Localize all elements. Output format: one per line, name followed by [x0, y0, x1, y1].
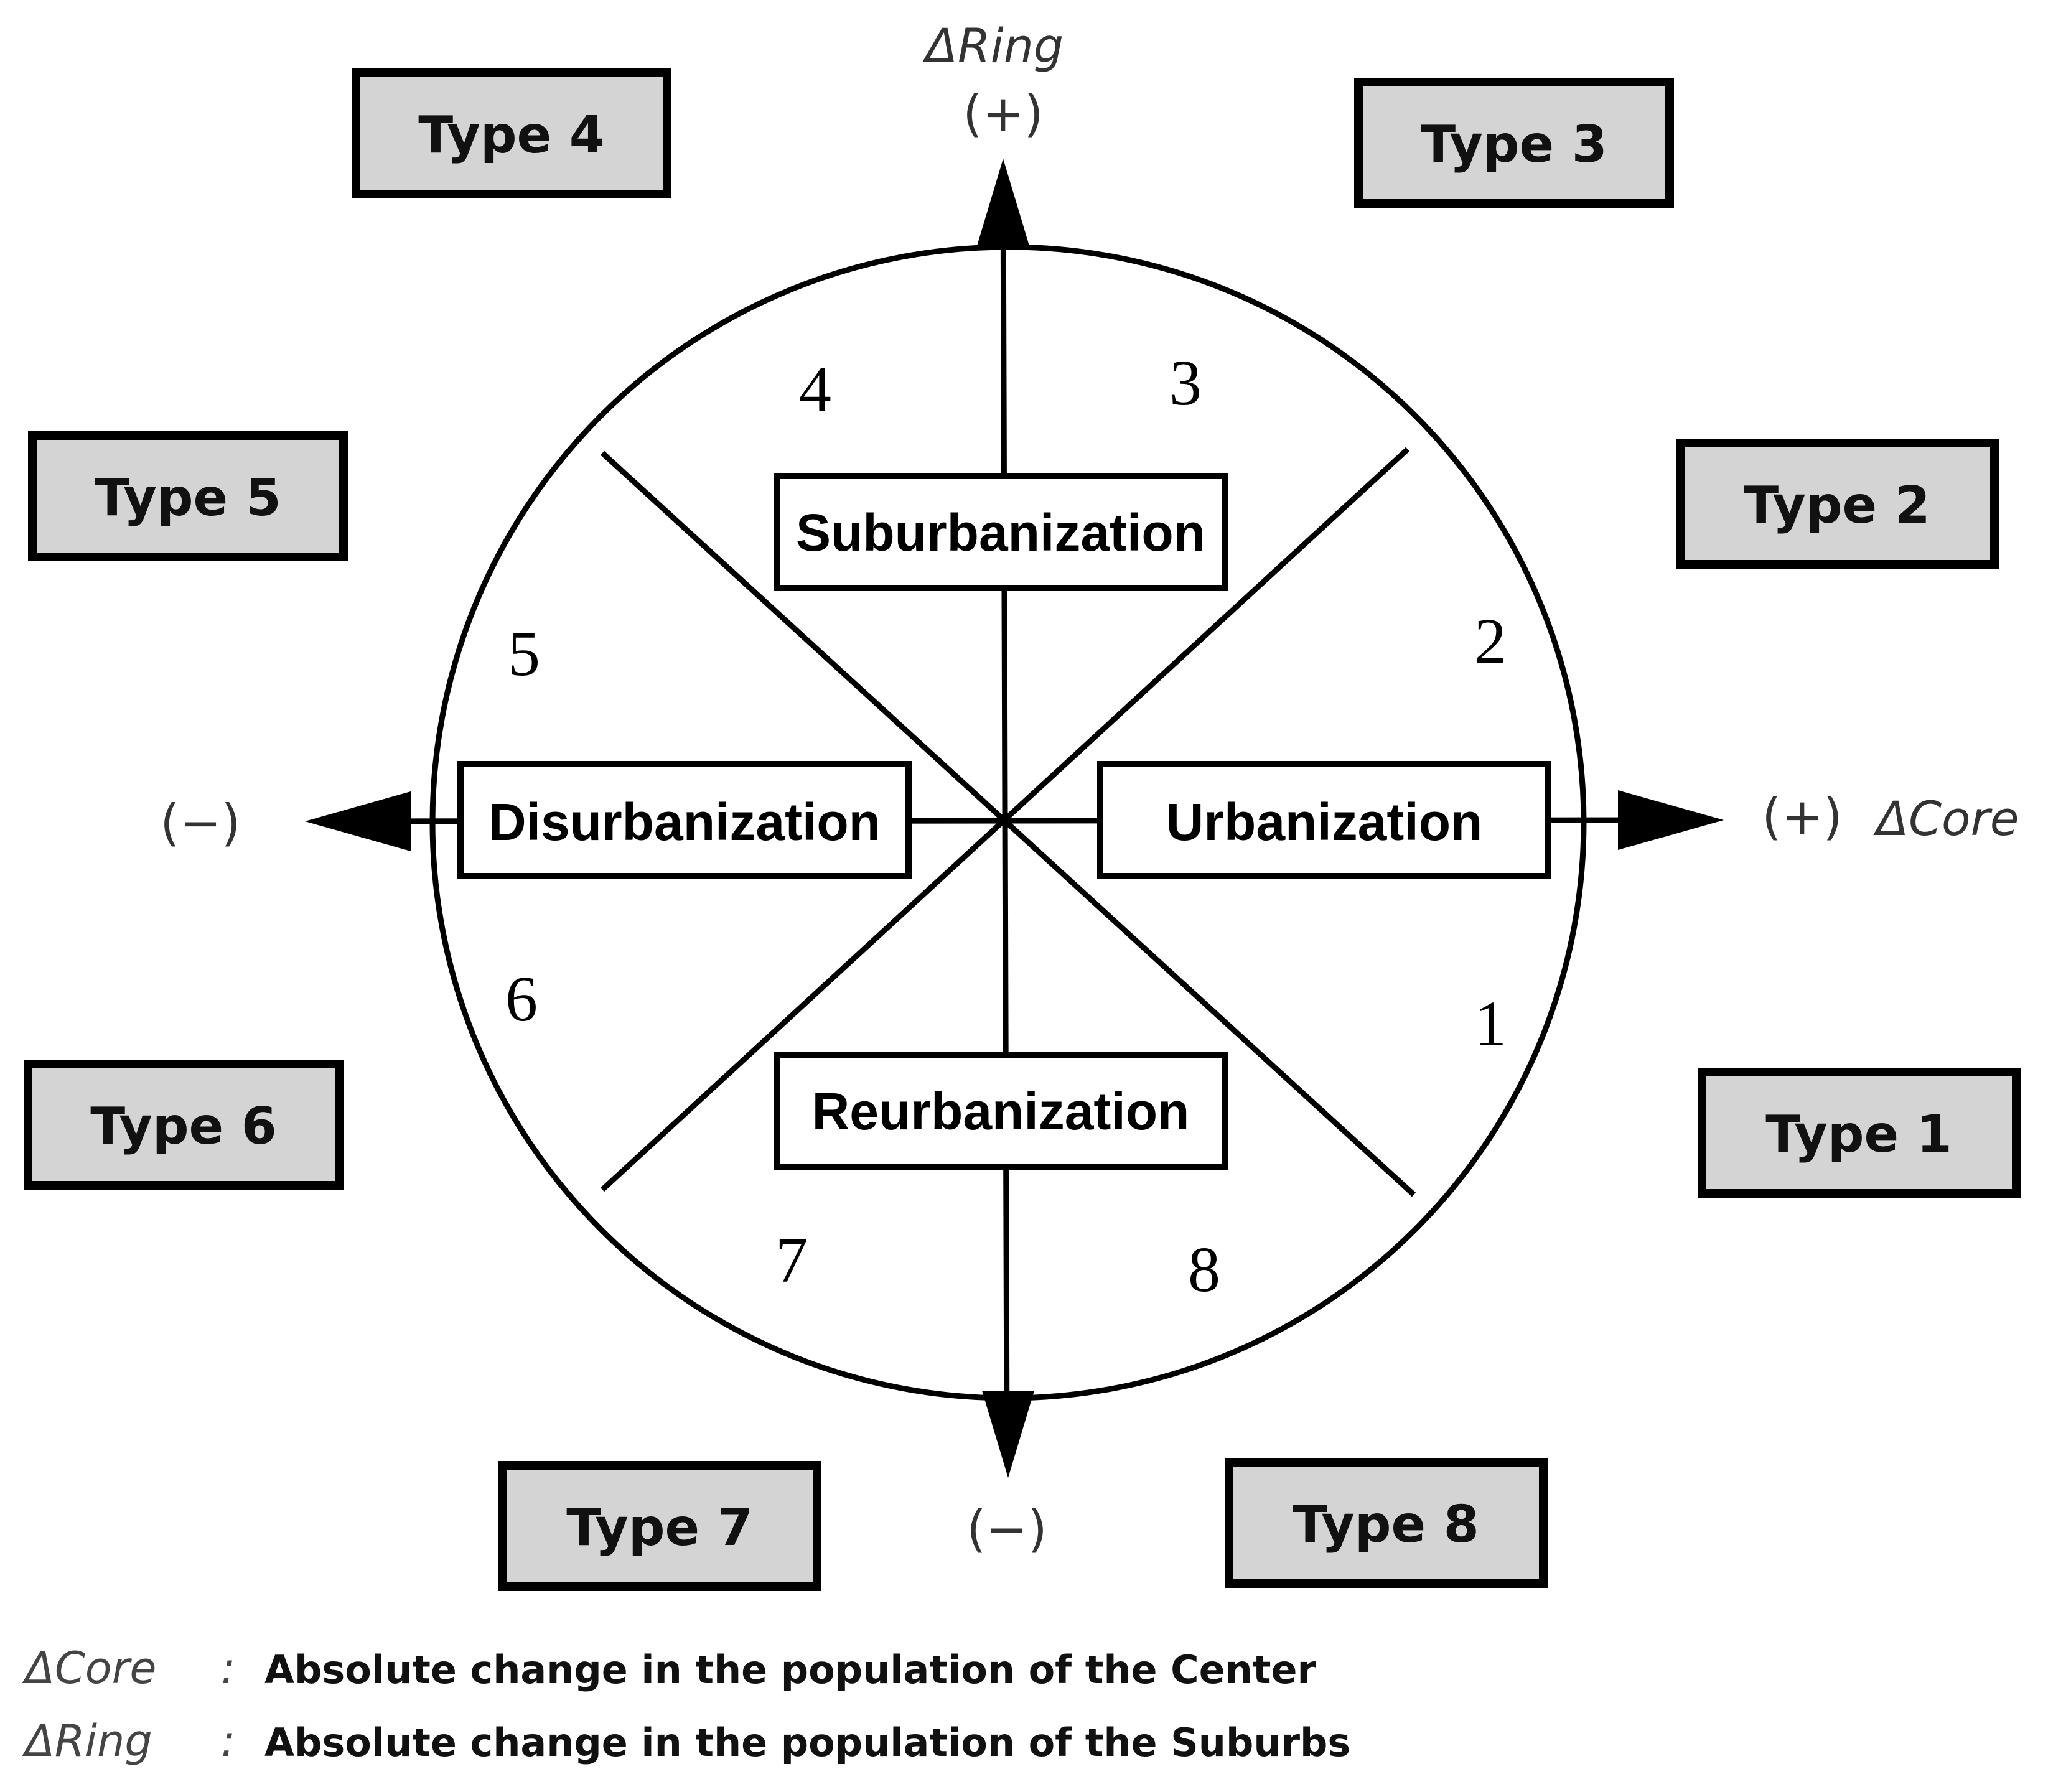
legend-core-symbol: ΔCore [22, 1643, 156, 1694]
phase-box-disurbanization [457, 761, 912, 879]
phase-label-reurbanization: Reurbanization [812, 1082, 1190, 1141]
sector-number-7: 7 [775, 1225, 808, 1296]
legend-core-separator: : [221, 1643, 236, 1694]
sector-number-3: 3 [1169, 347, 1202, 419]
phase-box-reurbanization [774, 1052, 1228, 1170]
core-axis-label: ΔCore [1873, 791, 2019, 846]
phase-box-suburbanization [774, 473, 1228, 591]
type-box-5: Type 5 [28, 431, 348, 561]
core-axis-left-arrow [305, 791, 411, 851]
sector-number-2: 2 [1474, 605, 1507, 677]
sector-number-1: 1 [1474, 988, 1507, 1060]
core-axis-right-arrow [1618, 790, 1724, 850]
type-label-5: Type 5 [95, 469, 281, 528]
legend-ring-symbol: ΔRing [22, 1715, 152, 1766]
divider-line-a [600, 450, 1416, 1197]
type-box-4: Type 4 [352, 68, 671, 198]
type-label-8: Type 8 [1293, 1495, 1479, 1554]
type-label-7: Type 7 [566, 1498, 753, 1557]
phase-label-disurbanization: Disurbanization [489, 793, 881, 851]
sector-number-4: 4 [799, 353, 831, 425]
type-box-1: Type 1 [1698, 1068, 2021, 1198]
legend: ΔCore : Absolute change in the populatio… [22, 1643, 1350, 1766]
ring-axis-up-arrow [977, 159, 1029, 246]
type-label-6: Type 6 [90, 1097, 277, 1156]
legend-core-text: Absolute change in the population of the… [264, 1647, 1317, 1692]
phase-box-urbanization [1097, 761, 1551, 879]
type-label-1: Type 1 [1765, 1105, 1952, 1164]
type-label-2: Type 2 [1744, 476, 1930, 535]
type-box-8: Type 8 [1225, 1458, 1548, 1588]
core-axis-minus: (−) [160, 794, 240, 852]
sector-number-6: 6 [505, 963, 538, 1035]
type-label-4: Type 4 [418, 106, 605, 165]
type-box-6: Type 6 [24, 1060, 344, 1190]
phase-label-suburbanization: Suburbanization [796, 503, 1205, 562]
ring-axis-plus: (+) [963, 85, 1043, 142]
type-box-3: Type 3 [1354, 78, 1674, 208]
phase-label-urbanization: Urbanization [1166, 793, 1483, 851]
legend-ring-text: Absolute change in the population of the… [264, 1720, 1350, 1765]
type-box-2: Type 2 [1676, 439, 1999, 569]
ring-axis-down-arrow [982, 1391, 1034, 1478]
type-label-3: Type 3 [1421, 115, 1607, 174]
legend-ring-separator: : [221, 1715, 236, 1766]
sector-number-5: 5 [508, 618, 540, 689]
ring-axis-label: ΔRing [922, 18, 1064, 73]
core-axis-plus: (+) [1762, 788, 1842, 846]
sector-number-8: 8 [1188, 1234, 1220, 1305]
type-box-7: Type 7 [498, 1461, 821, 1591]
ring-axis [1000, 174, 1010, 1444]
ring-axis-minus: (−) [966, 1500, 1047, 1558]
